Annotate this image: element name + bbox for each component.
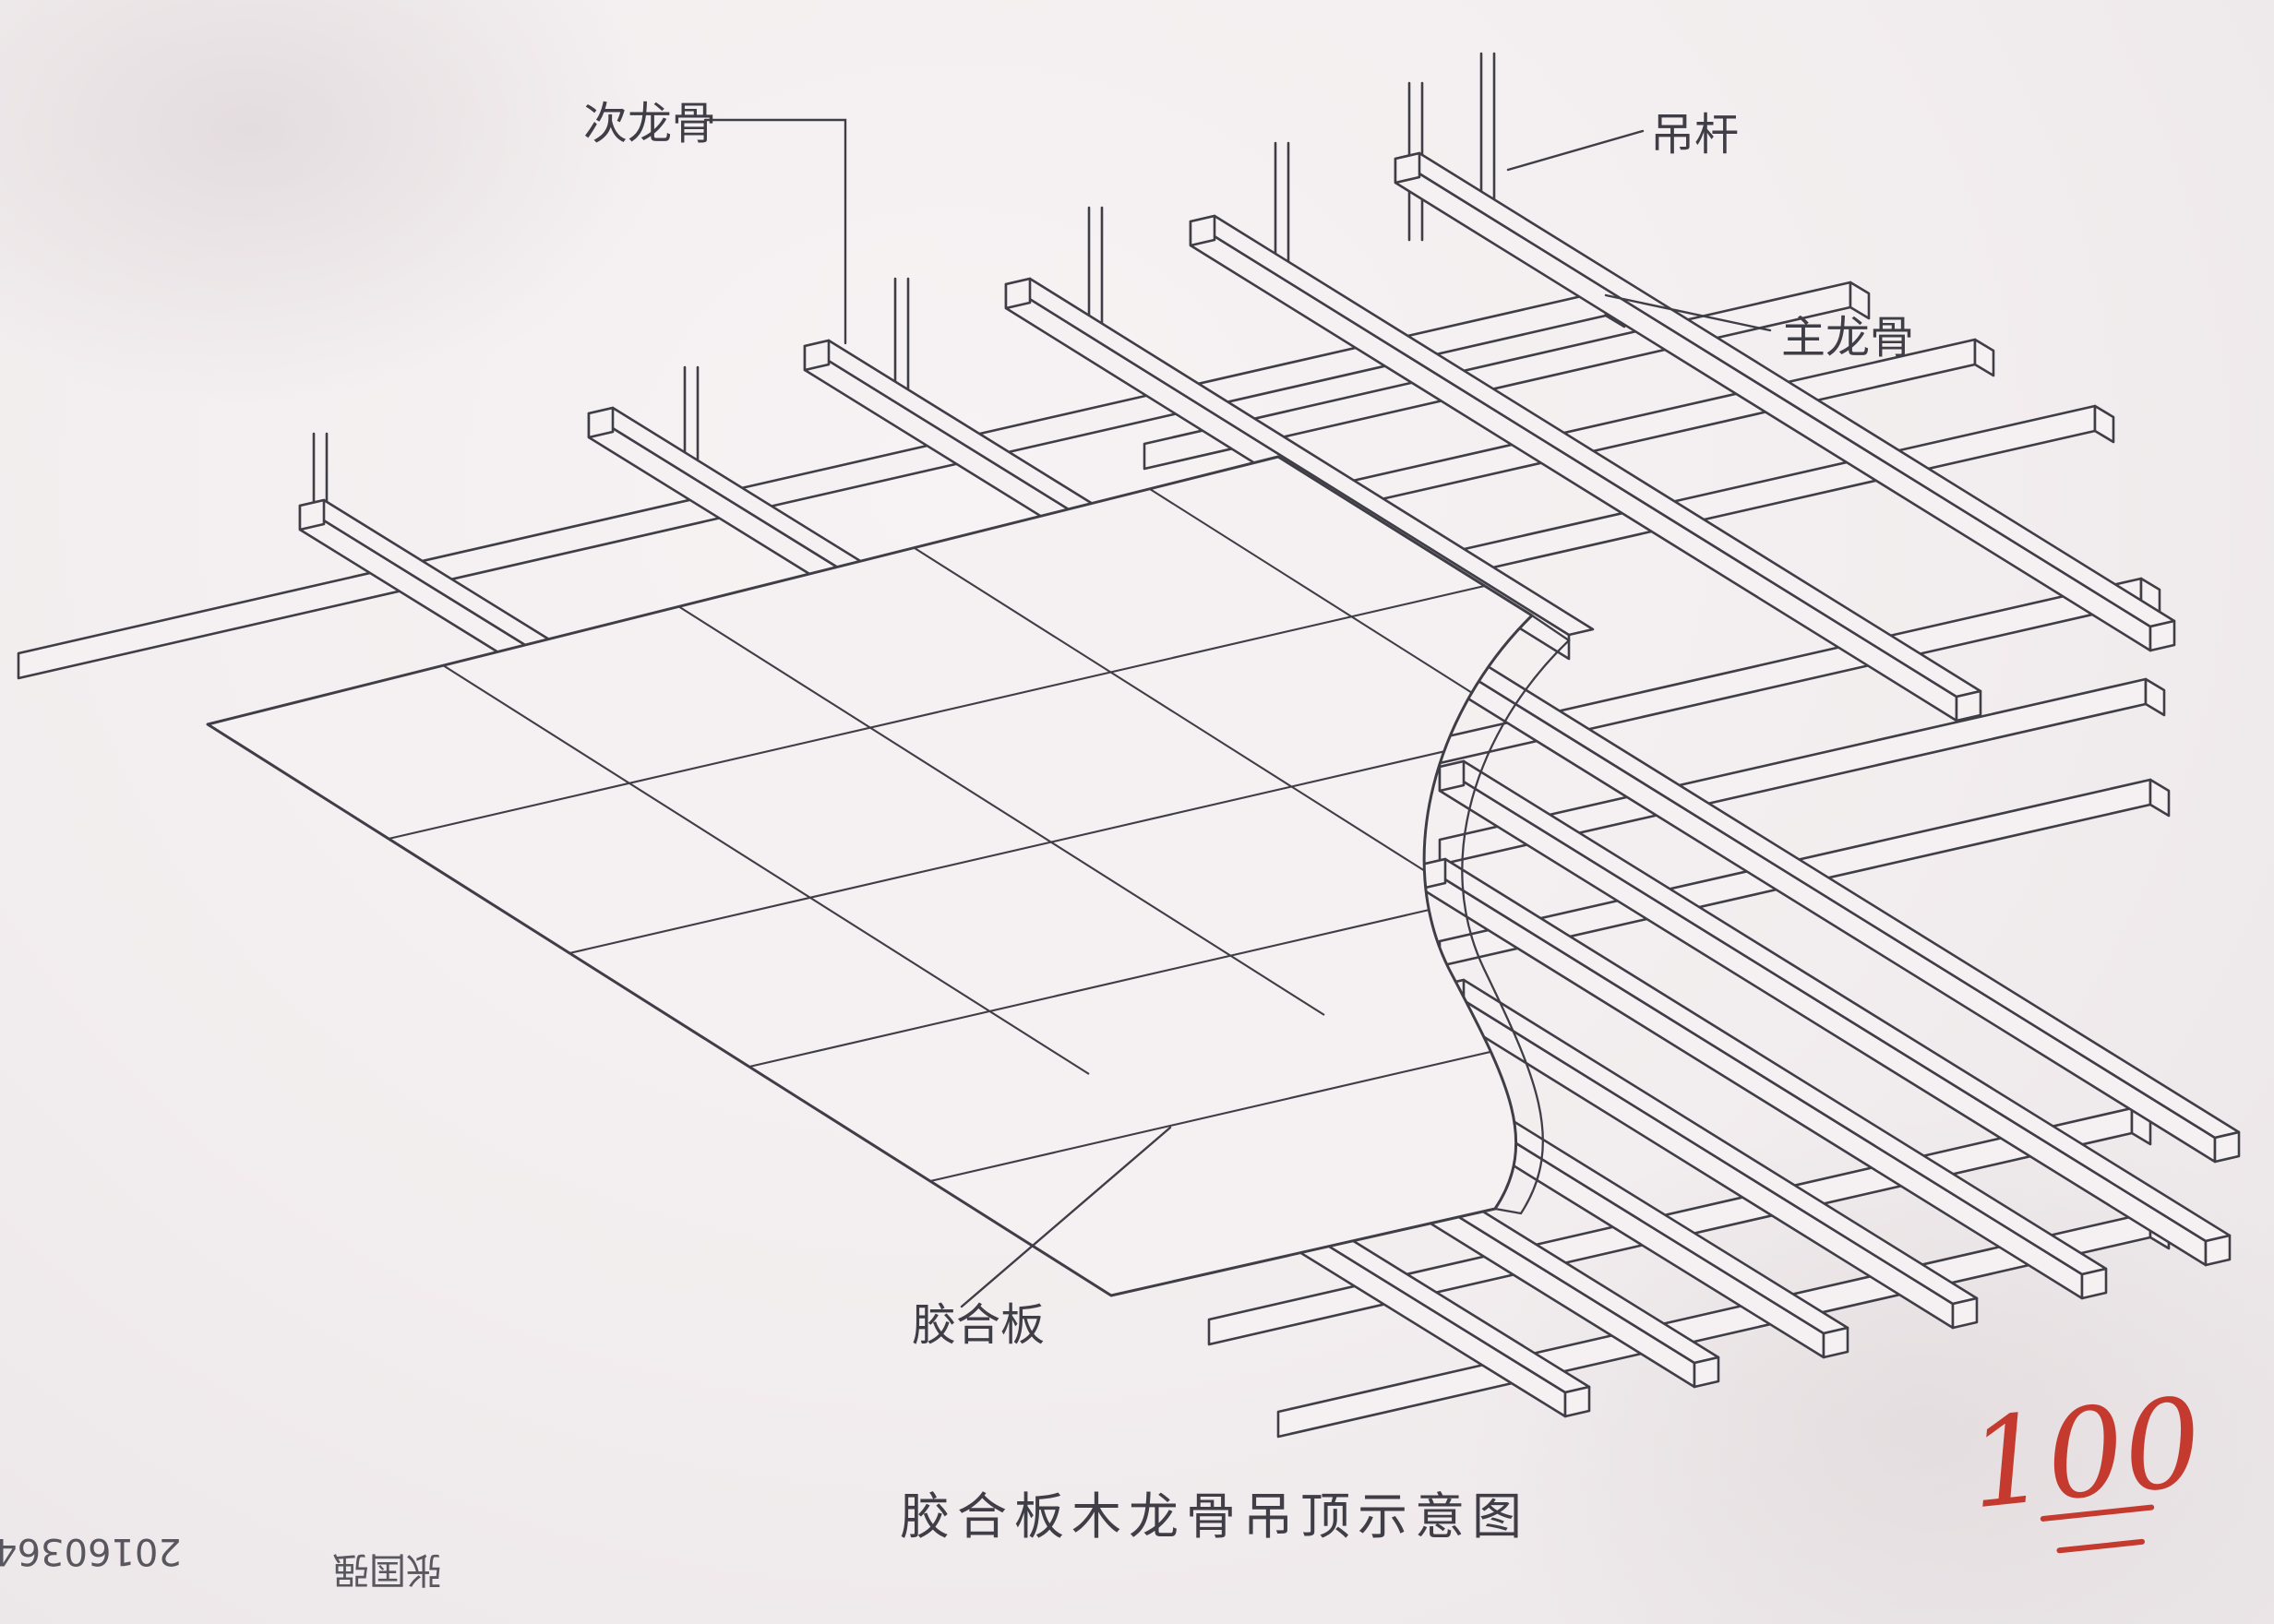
rail-7-end-cap: [2148, 778, 2171, 818]
plywood-label: 胶合板: [912, 1299, 1045, 1351]
cross-beam-5-near-end: [1189, 214, 1216, 247]
lattice-beam-6-far-end: [2204, 1234, 2232, 1267]
plywood-panel: [206, 455, 1534, 1297]
diagram-title: 胶合板木龙骨吊顶示意图: [900, 1487, 1529, 1546]
grade-underline-2: [2056, 1538, 2146, 1554]
main-keel-label: 主龙骨: [1781, 312, 1914, 364]
rail-2-end-cap: [1849, 281, 1871, 320]
lattice-beam-3-far-end: [1822, 1326, 1849, 1359]
corner-name-note: 张国强: [332, 1548, 443, 1591]
main-keel-leader: [1604, 293, 1772, 332]
cross-beam-2-near-end: [587, 406, 615, 439]
cross-beam-4-near-end: [1004, 277, 1032, 310]
grade-underline-1: [2040, 1504, 2155, 1522]
rail-4-end-cap: [2093, 404, 2115, 444]
cross-beam-3-near-end: [803, 339, 831, 372]
cross-beam-5-far-end: [1955, 689, 1982, 722]
secondary-keel-label: 次龙骨: [583, 98, 716, 149]
hanger-rod-leader: [1506, 129, 1645, 172]
lattice-beam-6-near-end: [1438, 759, 1466, 793]
plywood-leader: [960, 1126, 1172, 1308]
lattice-beam-2-far-end: [1693, 1355, 1720, 1389]
plywood-sheet: [206, 455, 1571, 1297]
rail-3-end-cap: [1973, 338, 1995, 377]
lattice-beam-4-far-end: [1951, 1296, 1979, 1330]
annotations: 次龙骨 吊杆 主龙骨 胶合板 胶合板木龙骨吊顶示意图 100 20160364 …: [0, 98, 2208, 1591]
cross-beam-1-near-end: [298, 498, 326, 531]
grade-mark-text: 100: [1962, 1371, 2208, 1536]
lattice-beam-1-far-end: [1563, 1385, 1591, 1418]
cross-beam-6-near-end: [1394, 151, 1421, 185]
rail-6-end-cap: [2144, 677, 2166, 717]
lattice-beam-5-far-end: [2080, 1267, 2108, 1300]
lattice-beam-7-far-end: [2213, 1130, 2241, 1164]
cross-beam-6-far-end: [2148, 619, 2176, 652]
curled-edge-line: [1461, 615, 1571, 1215]
hanger-rod-label: 吊杆: [1650, 109, 1739, 161]
corner-number-note: 20160364: [0, 1530, 182, 1572]
lattice-beam-7-side: [1438, 655, 2217, 1164]
grade-mark: 100: [1962, 1371, 2208, 1554]
secondary-keel-leader: [703, 118, 847, 345]
